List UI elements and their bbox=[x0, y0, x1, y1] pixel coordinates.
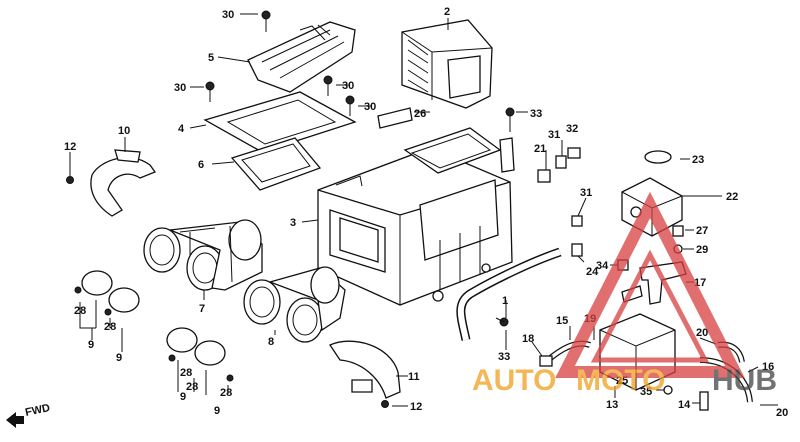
callout-34: 34 bbox=[596, 260, 609, 272]
callout-30-left: 30 bbox=[174, 82, 186, 94]
callout-10: 10 bbox=[118, 125, 130, 137]
watermark-moto: MOTO bbox=[576, 364, 665, 397]
callout-30-right: 30 bbox=[342, 80, 354, 92]
callout-1: 1 bbox=[502, 295, 508, 307]
callout-9-a: 9 bbox=[88, 339, 94, 351]
callout-26: 26 bbox=[414, 108, 426, 120]
callout-29: 29 bbox=[696, 244, 708, 256]
callout-9-d: 9 bbox=[214, 405, 220, 417]
watermark-auto: AUTO bbox=[472, 364, 556, 397]
callout-35: 35 bbox=[640, 386, 652, 398]
label-plate bbox=[377, 107, 413, 129]
callout-2: 2 bbox=[444, 6, 450, 18]
callout-20-top: 20 bbox=[696, 327, 708, 339]
callout-12-top: 12 bbox=[64, 141, 76, 153]
air-cleaner-cover bbox=[247, 21, 356, 93]
callout-33-top: 33 bbox=[530, 108, 542, 120]
callout-27: 27 bbox=[696, 225, 708, 237]
carburetor-joint-front bbox=[143, 219, 263, 291]
callout-30-mid: 30 bbox=[364, 101, 376, 113]
watermark: AUTO MOTO HUB bbox=[472, 191, 777, 397]
heat-protector-upper bbox=[90, 149, 157, 217]
callout-18: 18 bbox=[522, 333, 534, 345]
callout-11: 11 bbox=[408, 371, 420, 383]
callout-8: 8 bbox=[268, 336, 274, 348]
callout-28-b: 28 bbox=[104, 321, 116, 333]
breather-hose bbox=[456, 247, 562, 341]
callout-33-bottom: 33 bbox=[498, 351, 510, 363]
plate bbox=[203, 91, 357, 153]
callout-22: 22 bbox=[726, 191, 738, 203]
callout-13: 13 bbox=[606, 399, 618, 411]
callout-3: 3 bbox=[290, 217, 296, 229]
callout-7: 7 bbox=[199, 303, 205, 315]
callout-12-bottom: 12 bbox=[410, 401, 422, 413]
callout-30-top: 30 bbox=[222, 9, 234, 21]
carburetor-joint-rear bbox=[243, 266, 346, 343]
callout-5: 5 bbox=[208, 52, 214, 64]
callout-21: 21 bbox=[534, 143, 546, 155]
callout-23: 23 bbox=[692, 154, 704, 166]
callout-31-top: 31 bbox=[548, 129, 560, 141]
leader-lines bbox=[69, 13, 778, 407]
heat-protector-lower bbox=[329, 340, 401, 399]
callout-16: 16 bbox=[762, 361, 774, 373]
forward-indicator: FWD bbox=[6, 402, 51, 428]
callout-20-bottom: 20 bbox=[776, 407, 788, 419]
callout-24: 24 bbox=[586, 266, 599, 278]
callout-28-c: 28 bbox=[180, 367, 192, 379]
callout-labels: 30 2 5 30 30 30 26 4 6 3 33 10 12 7 8 11… bbox=[64, 6, 788, 419]
watermark-triangle-icon bbox=[555, 191, 745, 378]
gasket bbox=[230, 137, 322, 191]
callout-28-d: 28 bbox=[186, 381, 198, 393]
callout-31-mid: 31 bbox=[580, 187, 592, 199]
callout-15: 15 bbox=[556, 315, 568, 327]
callout-28-a: 28 bbox=[74, 305, 86, 317]
bolts bbox=[66, 10, 515, 408]
grommet bbox=[644, 150, 672, 164]
callout-9-c: 9 bbox=[180, 391, 186, 403]
fwd-label: FWD bbox=[24, 402, 51, 419]
callout-6: 6 bbox=[198, 159, 204, 171]
watermark-hub: HUB bbox=[712, 364, 777, 397]
air-filter-element bbox=[401, 19, 493, 109]
clamps-upper bbox=[74, 270, 234, 382]
callout-4: 4 bbox=[178, 123, 185, 135]
air-cleaner-case bbox=[317, 127, 515, 306]
callout-9-b: 9 bbox=[116, 352, 122, 364]
callout-28-e: 28 bbox=[220, 387, 232, 399]
callout-32: 32 bbox=[566, 123, 578, 135]
arrow-left-icon bbox=[6, 412, 24, 428]
callout-14: 14 bbox=[678, 399, 691, 411]
